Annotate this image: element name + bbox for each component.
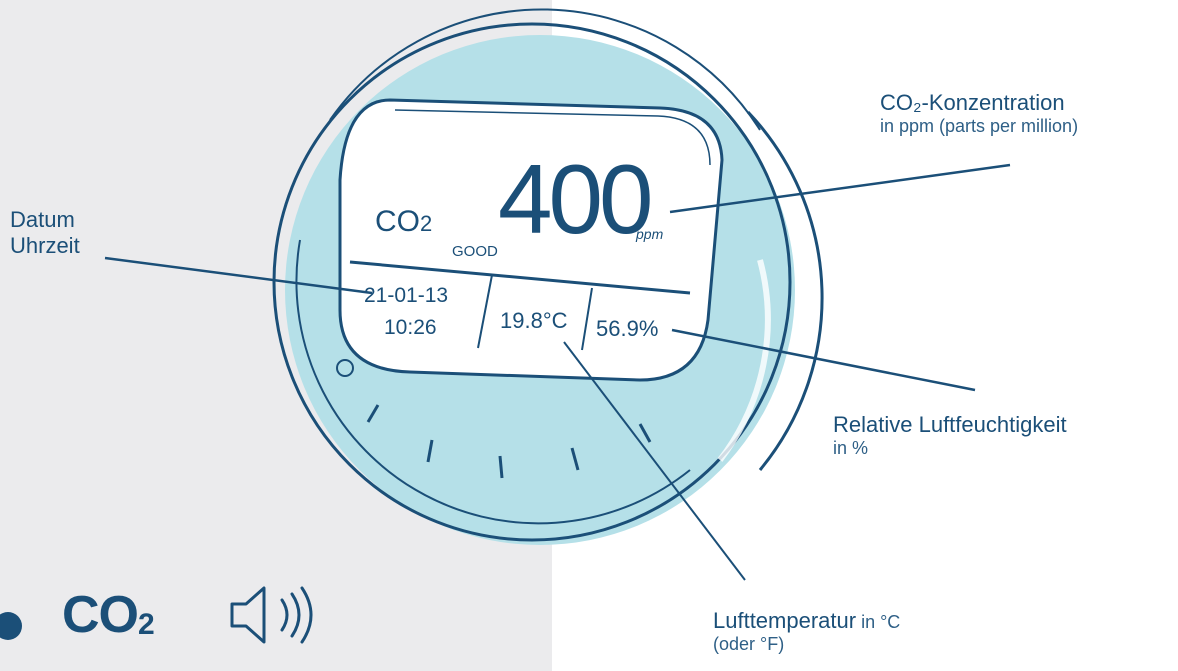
display-screen-inner — [394, 109, 711, 166]
screen-divider — [349, 260, 691, 295]
screen-unit: ppm — [636, 226, 664, 242]
device-highlight — [717, 259, 771, 462]
power-button — [336, 359, 354, 377]
speaker-icon — [230, 586, 313, 644]
leader-line-co2 — [669, 163, 1011, 214]
callout-date: Datum — [10, 207, 75, 232]
leader-line-humidity — [671, 328, 976, 392]
leader-line-datetime — [104, 256, 373, 295]
screen-status: GOOD — [452, 243, 498, 260]
callout-temperature: Lufttemperatur in °C (oder °F) — [713, 608, 900, 656]
info-icon — [0, 612, 22, 640]
dial-tick — [366, 404, 380, 423]
dial-tick — [426, 439, 434, 463]
device-inner-ring — [295, 239, 691, 525]
callout-temperature-subtitle: (oder °F) — [713, 634, 785, 655]
screen-co2-value: 400 — [498, 144, 654, 254]
screen-divider-temp — [581, 287, 593, 351]
callout-time: Uhrzeit — [10, 233, 80, 259]
device-outline-right — [746, 110, 824, 471]
screen-temperature: 19.8°C — [500, 308, 568, 333]
callout-datetime: Datum Uhrzeit — [10, 207, 80, 260]
screen-divider-date — [477, 274, 493, 349]
callout-humidity-title: Relative Luftfeuchtigkeit — [833, 412, 1067, 437]
callout-co2: CO₂-Konzentration in ppm (parts per mill… — [880, 90, 1078, 138]
dial-tick — [570, 447, 580, 471]
dial-tick — [498, 455, 504, 479]
device-outline-accent — [329, 8, 761, 131]
callout-co2-subtitle: in ppm (parts per million) — [880, 116, 1079, 137]
screen-time: 10:26 — [384, 316, 437, 339]
co2-icon: CO2 — [62, 586, 155, 644]
callout-co2-title: CO₂-Konzentration — [880, 90, 1065, 115]
screen-date: 21-01-13 — [364, 284, 449, 307]
callout-humidity-subtitle: in % — [833, 438, 869, 459]
leader-line-temperature — [563, 341, 746, 581]
device-outline — [272, 22, 792, 542]
callout-temperature-title: Lufttemperatur in °C — [713, 608, 901, 633]
callout-humidity: Relative Luftfeuchtigkeit in % — [833, 412, 1067, 460]
display-screen — [338, 98, 724, 382]
dial-tick — [638, 423, 652, 443]
screen-humidity: 56.9% — [596, 316, 659, 341]
screen-co2-label: CO2 — [375, 205, 433, 238]
